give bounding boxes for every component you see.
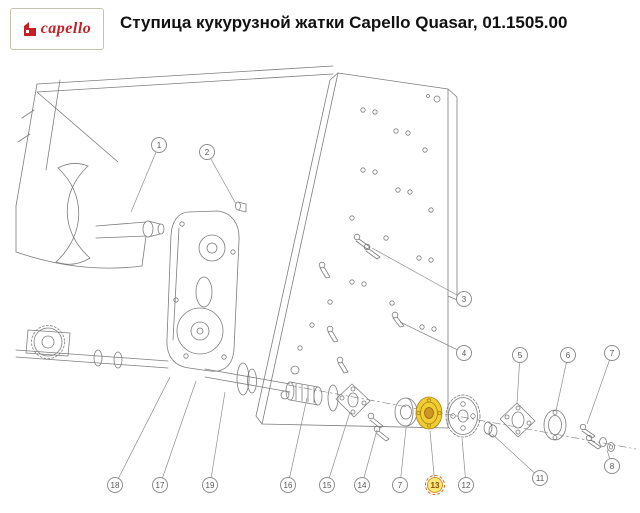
- capello-logo-text: capello: [40, 20, 92, 37]
- callout-6[interactable]: 6: [560, 347, 576, 363]
- plate-holes: [280, 94, 441, 400]
- callout-12[interactable]: 12: [458, 477, 474, 493]
- callout-17[interactable]: 17: [152, 477, 168, 493]
- auger-trough: [15, 65, 334, 269]
- callout-15[interactable]: 15: [319, 477, 335, 493]
- header: capello Ступица кукурузной жатки Capello…: [0, 0, 640, 58]
- washers: [599, 437, 615, 452]
- callout-11[interactable]: 11: [532, 470, 548, 486]
- callout-13[interactable]: 13: [425, 475, 445, 495]
- page-title: Ступица кукурузной жатки Capello Quasar,…: [120, 13, 568, 32]
- spacer-ring: [483, 421, 498, 438]
- gearbox: [166, 210, 240, 372]
- callout-19[interactable]: 19: [202, 477, 218, 493]
- callout-7[interactable]: 7: [604, 345, 620, 361]
- callout-16[interactable]: 16: [280, 477, 296, 493]
- sprocket: [445, 394, 481, 438]
- callout-18[interactable]: 18: [107, 477, 123, 493]
- callout-14[interactable]: 14: [354, 477, 370, 493]
- frame-plate: [255, 72, 458, 429]
- callout-3[interactable]: 3: [456, 291, 472, 307]
- bearing: [394, 397, 418, 427]
- flange-bolts: [367, 412, 390, 442]
- square-flange: [335, 383, 371, 418]
- callout-2[interactable]: 2: [199, 144, 215, 160]
- oval-flange: [543, 409, 567, 441]
- callout-1[interactable]: 1: [151, 137, 167, 153]
- callout-7[interactable]: 7: [392, 477, 408, 493]
- pin: [235, 201, 247, 213]
- hub-highlighted: [415, 396, 443, 430]
- callout-8[interactable]: 8: [604, 458, 620, 474]
- main-shaft: [204, 362, 339, 412]
- left-shaft-assembly: [15, 325, 169, 369]
- capello-logo: capello: [10, 8, 104, 50]
- cover-bolts: [579, 423, 602, 450]
- axis-centerline: [287, 384, 637, 450]
- callout-5[interactable]: 5: [512, 347, 528, 363]
- capello-logo-icon: [23, 22, 36, 36]
- callout-4[interactable]: 4: [456, 345, 472, 361]
- cover-plate: [499, 402, 536, 438]
- auger: [55, 163, 165, 265]
